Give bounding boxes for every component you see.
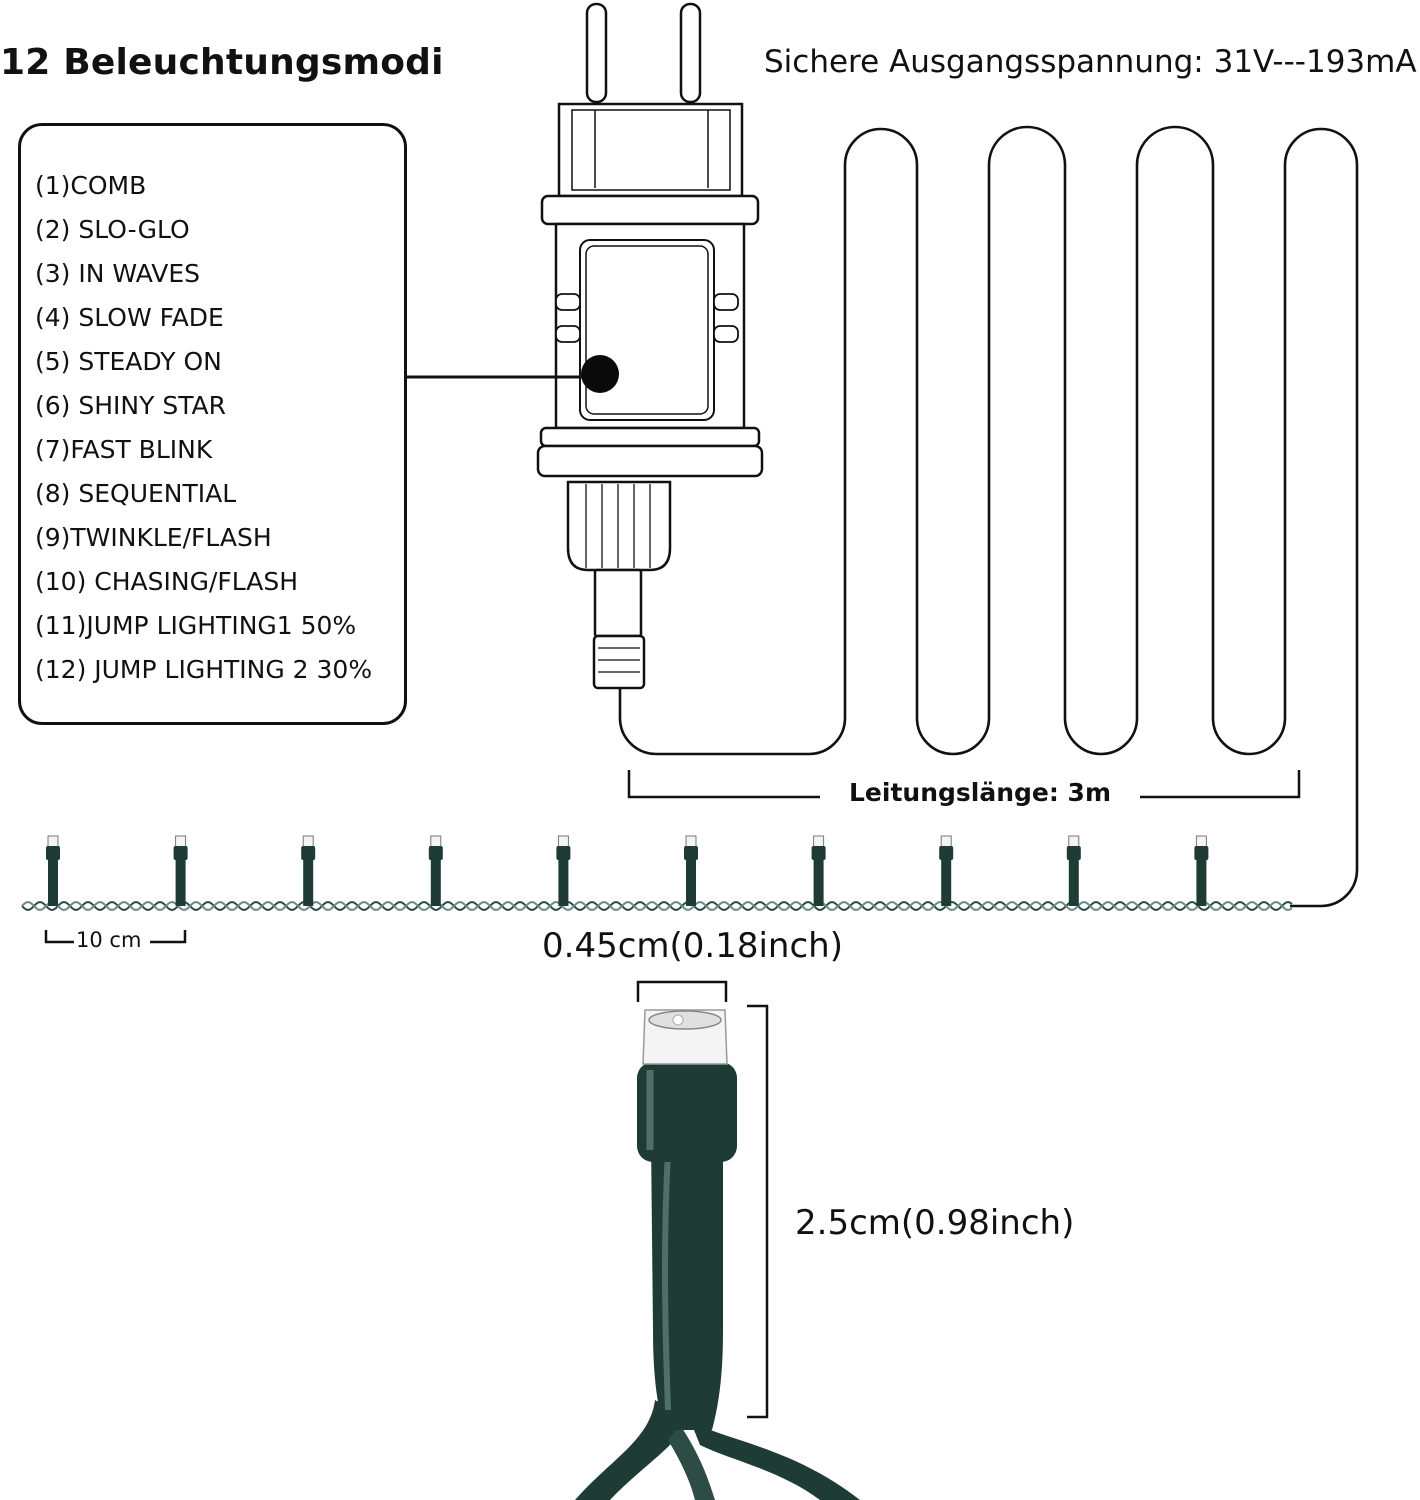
string-bulb bbox=[556, 835, 571, 906]
closeup-wire-left bbox=[575, 1400, 690, 1500]
string-bulb bbox=[428, 835, 443, 906]
mode-button-dot bbox=[581, 355, 619, 393]
voltage-label: Sichere Ausgangsspannung: 31V---193mA bbox=[764, 44, 1417, 80]
closeup-wire-right bbox=[690, 1420, 860, 1500]
cable-length-label: Leitungslänge: 3m bbox=[820, 778, 1140, 807]
string-bulb bbox=[939, 835, 954, 906]
mode-item: (11)JUMP LIGHTING1 50% bbox=[35, 611, 357, 640]
string-bulb bbox=[1066, 835, 1081, 906]
light-string-wire bbox=[21, 900, 1293, 912]
string-bulb bbox=[301, 835, 316, 906]
bulb-spacing-bracket bbox=[44, 930, 187, 944]
mode-item: (12) JUMP LIGHTING 2 30% bbox=[35, 655, 373, 684]
lead-cable bbox=[618, 125, 1359, 908]
mode-item: (3) IN WAVES bbox=[35, 259, 201, 288]
output-connector bbox=[593, 568, 643, 638]
string-bulb bbox=[173, 835, 188, 906]
mode-item: (8) SEQUENTIAL bbox=[35, 479, 237, 508]
bulb-width-bracket bbox=[636, 980, 728, 1002]
plug-collar bbox=[540, 194, 760, 226]
lighting-modes-box: (1)COMB (2) SLO-GLO (3) IN WAVES (4) SLOW F… bbox=[18, 123, 407, 725]
string-bulb bbox=[811, 835, 826, 906]
mode-item: (5) STEADY ON bbox=[35, 347, 222, 376]
plug-prong-right bbox=[679, 2, 702, 104]
mode-item: (10) CHASING/FLASH bbox=[35, 567, 299, 596]
mode-item: (4) SLOW FADE bbox=[35, 303, 224, 332]
bulb-height-label: 2.5cm(0.98inch) bbox=[795, 1203, 1075, 1243]
mode-item: (9)TWINKLE/FLASH bbox=[35, 523, 272, 552]
mode-item: (2) SLO-GLO bbox=[35, 215, 190, 244]
adapter-base bbox=[539, 426, 761, 448]
mode-item: (7)FAST BLINK bbox=[35, 435, 213, 464]
bulb-spacing-label: 10 cm bbox=[76, 928, 142, 952]
lighting-modes-list: (1)COMB (2) SLO-GLO (3) IN WAVES (4) SLOW F… bbox=[35, 164, 372, 692]
power-adapter bbox=[536, 2, 764, 690]
closeup-bulb bbox=[575, 1009, 860, 1500]
bulb-width-label: 0.45cm(0.18inch) bbox=[542, 926, 843, 966]
closeup-housing bbox=[637, 1062, 737, 1162]
string-bulb bbox=[46, 835, 60, 906]
mode-item: (6) SHINY STAR bbox=[35, 391, 226, 420]
strain-relief bbox=[566, 480, 672, 572]
light-string-bulbs bbox=[46, 835, 1209, 906]
plug-prong-left bbox=[585, 2, 608, 104]
string-bulb bbox=[1194, 835, 1209, 906]
string-bulb bbox=[684, 835, 698, 906]
page-title: 12 Beleuchtungsmodi bbox=[0, 42, 444, 83]
bulb-height-bracket bbox=[747, 1004, 769, 1419]
mode-item: (1)COMB bbox=[35, 171, 147, 200]
plug-head bbox=[557, 102, 744, 198]
closeup-stem bbox=[651, 1140, 723, 1430]
cable-length-bracket bbox=[627, 770, 1301, 799]
